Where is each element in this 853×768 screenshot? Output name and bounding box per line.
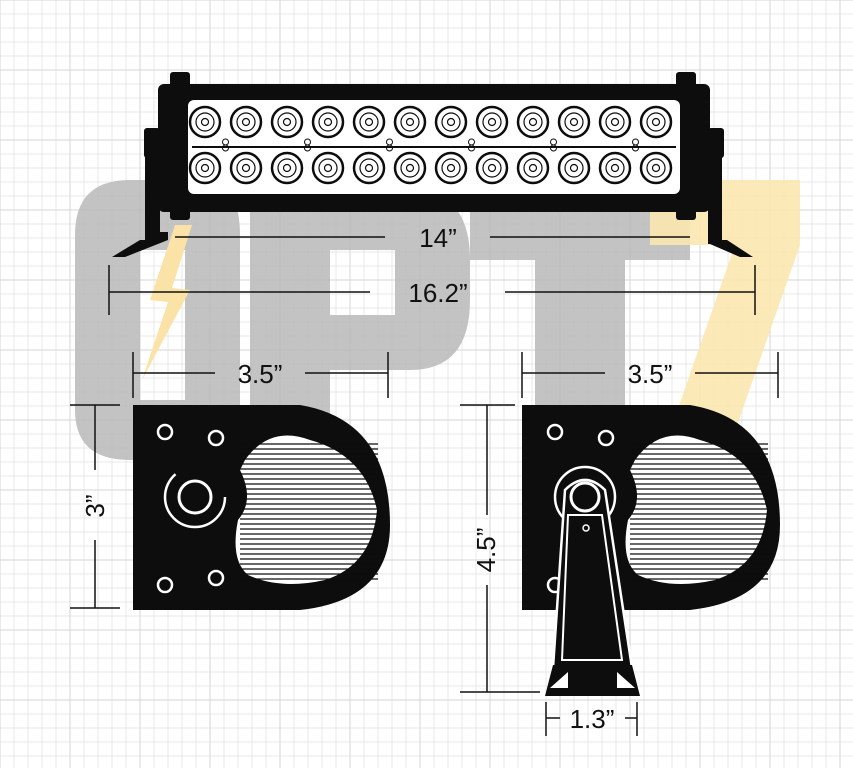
- right-mount-bracket: [708, 130, 753, 257]
- heatsink-fins-right: [625, 435, 767, 584]
- label-bracket-base: 1.3”: [570, 704, 615, 734]
- led-icon: [229, 151, 263, 185]
- bolt-hole-icon: [156, 423, 174, 441]
- dimension-bar-width: 14”: [175, 223, 690, 253]
- watermark-letter-t: [470, 190, 690, 460]
- led-icon: [188, 151, 222, 185]
- cross-mark-icon: [468, 144, 475, 152]
- bolt-hole-icon: [546, 423, 564, 441]
- led-icon: [516, 105, 550, 139]
- led-icon: [270, 105, 304, 139]
- label-side-height: 3”: [80, 494, 110, 517]
- led-icon: [434, 105, 468, 139]
- watermark-letter-o: [75, 180, 240, 460]
- heatsink-lines-left: [240, 443, 378, 580]
- dimension-overall-width: 16.2”: [108, 265, 756, 315]
- label-overall-width: 16.2”: [408, 278, 467, 308]
- led-icon: [352, 105, 386, 139]
- led-icon: [516, 151, 550, 185]
- led-icon: [188, 105, 222, 139]
- led-icon: [557, 151, 591, 185]
- led-icon: [639, 105, 673, 139]
- led-icon: [270, 151, 304, 185]
- label-side-depth-right: 3.5”: [628, 359, 673, 389]
- led-icon: [598, 151, 632, 185]
- label-side-depth-left: 3.5”: [238, 359, 283, 389]
- bolt-hole-icon: [597, 429, 615, 447]
- mounting-bracket-arm: [551, 478, 634, 670]
- watermark-letter-7: [650, 180, 800, 460]
- pivot-knob-icon: [177, 479, 213, 515]
- dimension-bracket-height: 4.5”: [460, 404, 540, 693]
- led-array: [188, 105, 673, 185]
- led-icon: [311, 105, 345, 139]
- led-icon: [311, 151, 345, 185]
- cross-mark-icon: [386, 144, 393, 152]
- bolt-hole-icon: [156, 576, 174, 594]
- led-icon: [229, 105, 263, 139]
- heatsink-lines-right: [630, 443, 768, 580]
- led-icon: [475, 151, 509, 185]
- left-mount-bracket: [112, 130, 168, 257]
- led-icon: [475, 105, 509, 139]
- led-icon: [639, 151, 673, 185]
- dimension-bracket-base: 1.3”: [545, 702, 638, 736]
- label-bar-width: 14”: [419, 223, 457, 253]
- side-view-left: [133, 405, 390, 610]
- led-icon: [352, 151, 386, 185]
- cross-mark-icon: [550, 144, 557, 152]
- cross-mark-icon: [304, 144, 311, 152]
- label-bracket-height: 4.5”: [471, 528, 501, 573]
- led-icon: [557, 105, 591, 139]
- led-icon: [393, 151, 427, 185]
- pivot-knob-icon: [569, 481, 601, 513]
- watermark-letter-p: [250, 190, 470, 460]
- bolt-hole-icon: [207, 569, 225, 587]
- lightning-bolt-icon: [142, 225, 192, 380]
- led-icon: [434, 151, 468, 185]
- bolt-hole-icon: [207, 429, 225, 447]
- led-icon: [598, 105, 632, 139]
- heatsink-fins-left: [235, 435, 377, 584]
- light-bar-front-view: [112, 72, 753, 257]
- led-icon: [393, 105, 427, 139]
- cross-mark-icon: [222, 144, 229, 152]
- dimension-side-depth-left: 3.5”: [132, 352, 389, 398]
- brand-watermark: [75, 180, 800, 460]
- side-view-right: [522, 405, 780, 696]
- dimension-side-depth-right: 3.5”: [521, 352, 779, 398]
- dimension-side-height: 3”: [70, 404, 120, 609]
- cross-mark-icon: [632, 144, 639, 152]
- mounting-bracket-foot: [545, 665, 640, 696]
